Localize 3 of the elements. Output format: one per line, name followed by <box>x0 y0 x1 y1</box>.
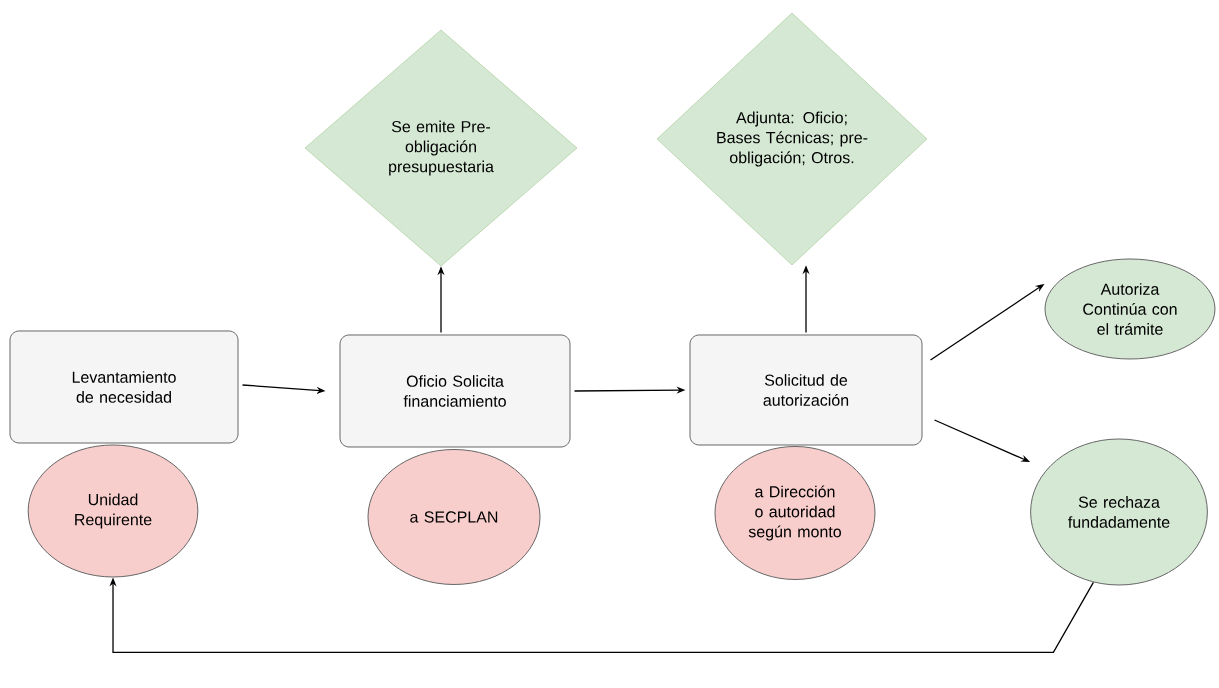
process-box: Oficio Solicita financiamiento <box>339 334 571 448</box>
process-box: Solicitud de autorización <box>689 334 923 446</box>
process-box: Levantamiento de necesidad <box>9 330 239 444</box>
